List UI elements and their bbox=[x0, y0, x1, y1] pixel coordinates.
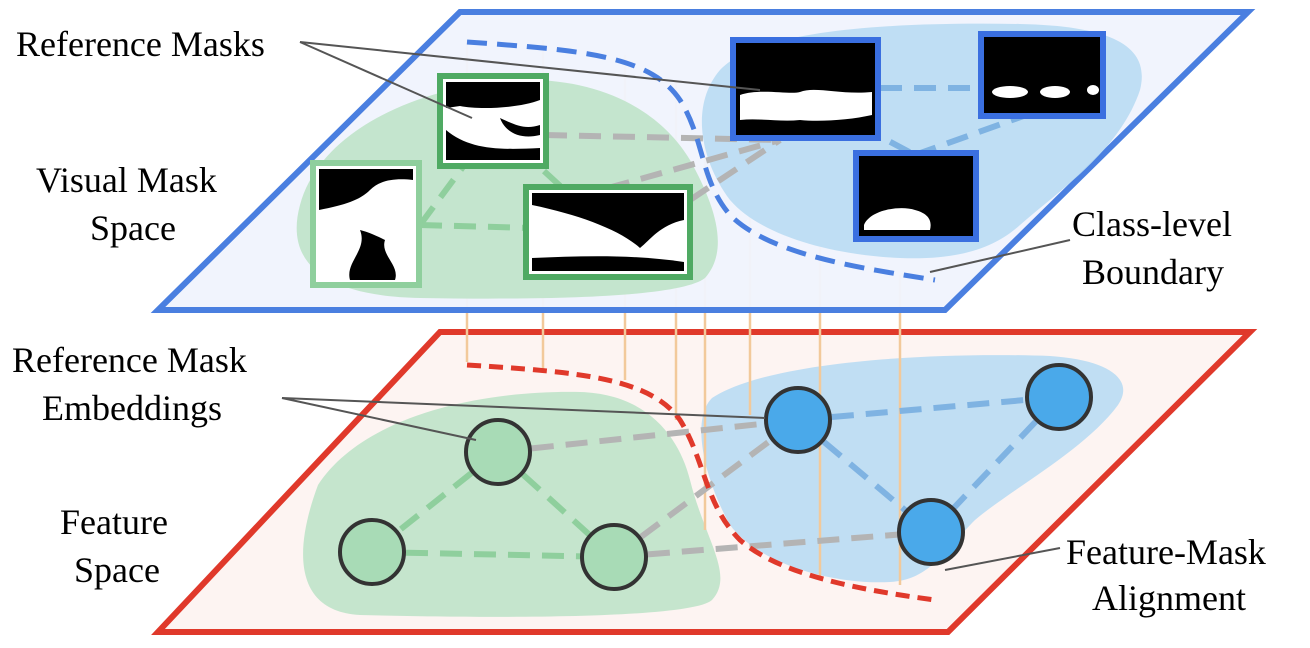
callout-lines bbox=[281, 41, 1071, 571]
label-visual-mask-space-2: Space bbox=[90, 208, 176, 248]
feature-node-green bbox=[338, 518, 406, 586]
label-reference-mask-embeddings-2: Embeddings bbox=[42, 388, 222, 428]
visual-link-gray bbox=[607, 137, 781, 191]
label-feature-mask-alignment-2: Alignment bbox=[1092, 578, 1246, 618]
visual-link-gray bbox=[544, 132, 781, 143]
feature-link-blue bbox=[797, 394, 1060, 423]
feature-nodes bbox=[338, 363, 1093, 591]
feature-node-green bbox=[464, 418, 532, 486]
label-reference-mask-embeddings-1: Reference Mask bbox=[12, 340, 247, 380]
mask-shape bbox=[740, 89, 872, 121]
mask-thumbnail-blue-2 bbox=[978, 31, 1106, 119]
callout-line bbox=[944, 547, 1061, 571]
label-reference-masks: Reference Masks bbox=[16, 24, 265, 64]
feature-node-blue bbox=[764, 386, 832, 454]
mask-thumbnail-green-1 bbox=[437, 73, 549, 169]
feature-class-boundary bbox=[466, 362, 936, 603]
feature-link-gray bbox=[613, 529, 932, 560]
feature-node-blue bbox=[1025, 363, 1093, 431]
mask-thumbnail-blue-3 bbox=[853, 150, 979, 242]
callout-line bbox=[281, 397, 766, 419]
mask-shape bbox=[992, 86, 1028, 98]
mask-shape bbox=[864, 208, 931, 230]
mask-shape bbox=[446, 130, 540, 160]
visual-link-gray bbox=[688, 137, 782, 203]
mask-thumbnail-green-3 bbox=[523, 184, 693, 280]
mask-shape bbox=[446, 82, 540, 108]
callout-line bbox=[281, 397, 477, 441]
mask-thumbnail-blue-1 bbox=[730, 37, 881, 141]
feature-node-blue bbox=[897, 498, 965, 566]
label-visual-mask-space-1: Visual Mask bbox=[36, 160, 217, 200]
feature-node-green bbox=[580, 523, 648, 591]
label-feature-space-1: Feature bbox=[60, 502, 168, 542]
mask-shape bbox=[1040, 86, 1070, 98]
feature-link-gray bbox=[612, 417, 800, 560]
feature-link-green bbox=[495, 449, 617, 560]
feature-link-green bbox=[370, 449, 500, 555]
mask-thumbnail-green-2 bbox=[310, 160, 422, 288]
mask-shape bbox=[500, 118, 540, 137]
mask-shape bbox=[1087, 85, 1099, 95]
label-class-level-1: Class-level bbox=[1072, 204, 1232, 244]
label-feature-mask-alignment-1: Feature-Mask bbox=[1066, 532, 1266, 572]
callout-line bbox=[929, 239, 1071, 273]
callout-line bbox=[299, 41, 473, 119]
mask-shape bbox=[532, 256, 684, 271]
feature-link-green bbox=[371, 549, 615, 560]
mask-shape bbox=[349, 230, 396, 280]
visual-link-green bbox=[491, 122, 611, 233]
mask-shape bbox=[532, 193, 684, 248]
label-class-level-2: Boundary bbox=[1082, 252, 1224, 292]
label-feature-space-2: Space bbox=[74, 550, 160, 590]
mask-shape bbox=[319, 169, 413, 210]
callout-line bbox=[299, 41, 761, 91]
feature-link-gray bbox=[497, 417, 799, 455]
visual-class-boundary bbox=[466, 39, 936, 283]
